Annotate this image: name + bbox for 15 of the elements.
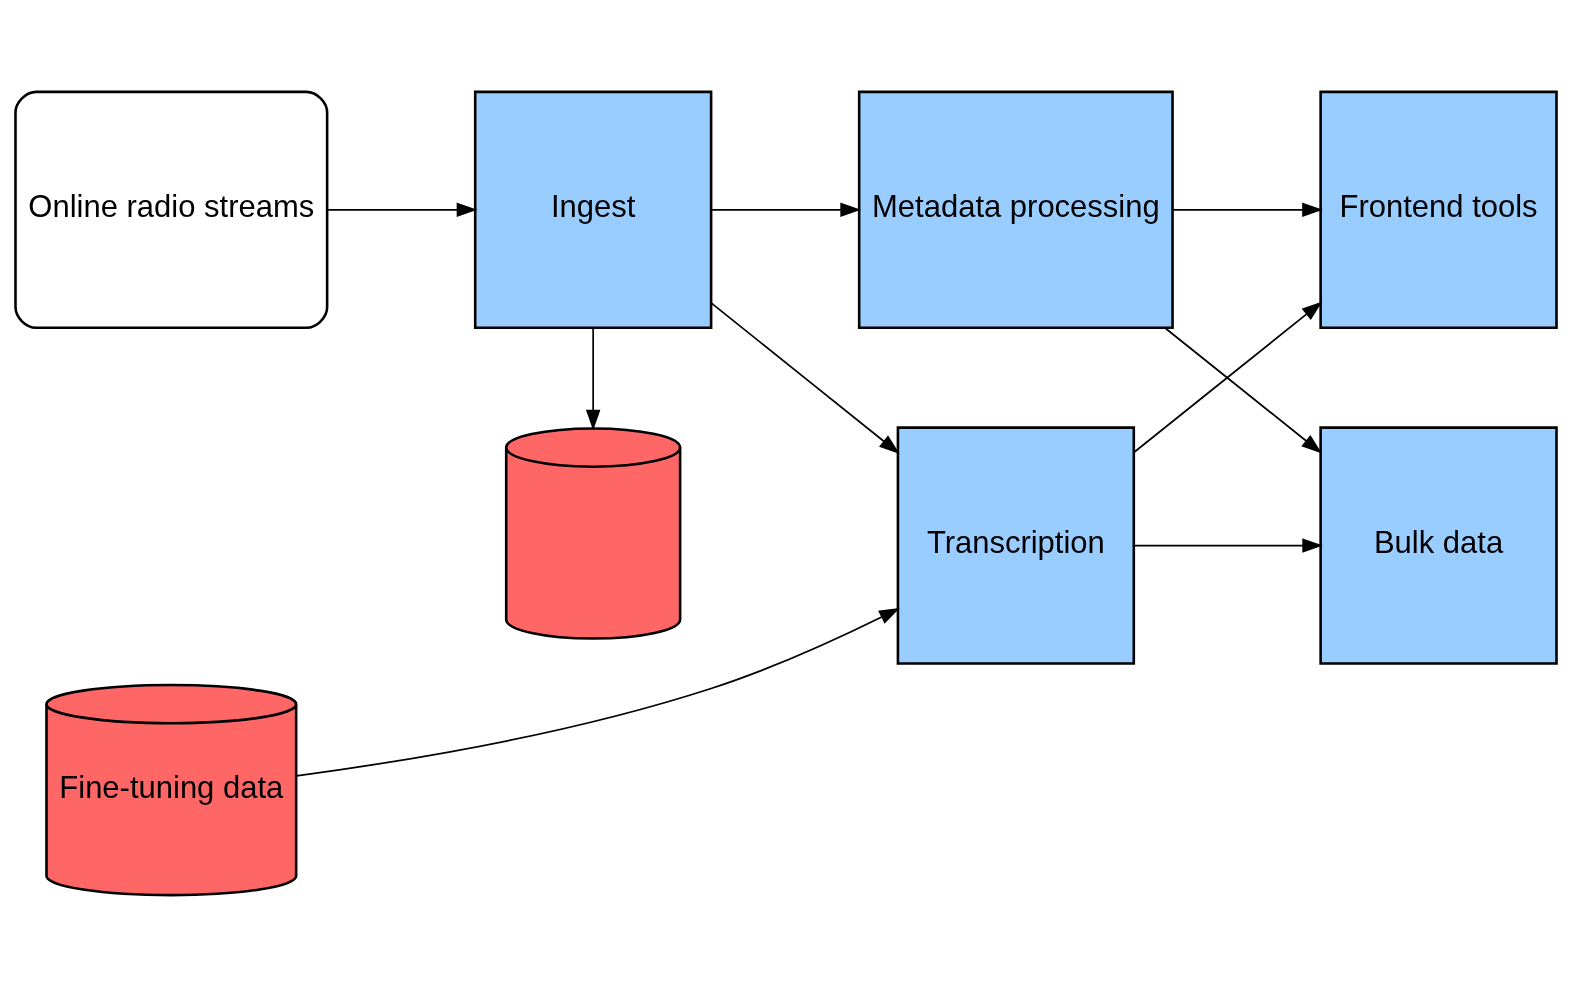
arrow	[1164, 327, 1322, 454]
node-box: Online radio streams	[14, 90, 329, 330]
arrow	[710, 202, 861, 218]
arrow	[1132, 538, 1323, 553]
arrow	[1132, 301, 1323, 454]
arrow	[1172, 202, 1323, 218]
node-box: Frontend tools	[1319, 90, 1558, 330]
arrow	[710, 302, 900, 454]
arrow	[295, 607, 900, 777]
node-box: Ingest	[473, 90, 713, 330]
node-box: Bulk data	[1319, 426, 1558, 665]
node-box: Metadata processing	[857, 90, 1174, 330]
node-box: Transcription	[896, 426, 1136, 665]
arrow	[326, 202, 478, 218]
arrow	[585, 327, 601, 431]
